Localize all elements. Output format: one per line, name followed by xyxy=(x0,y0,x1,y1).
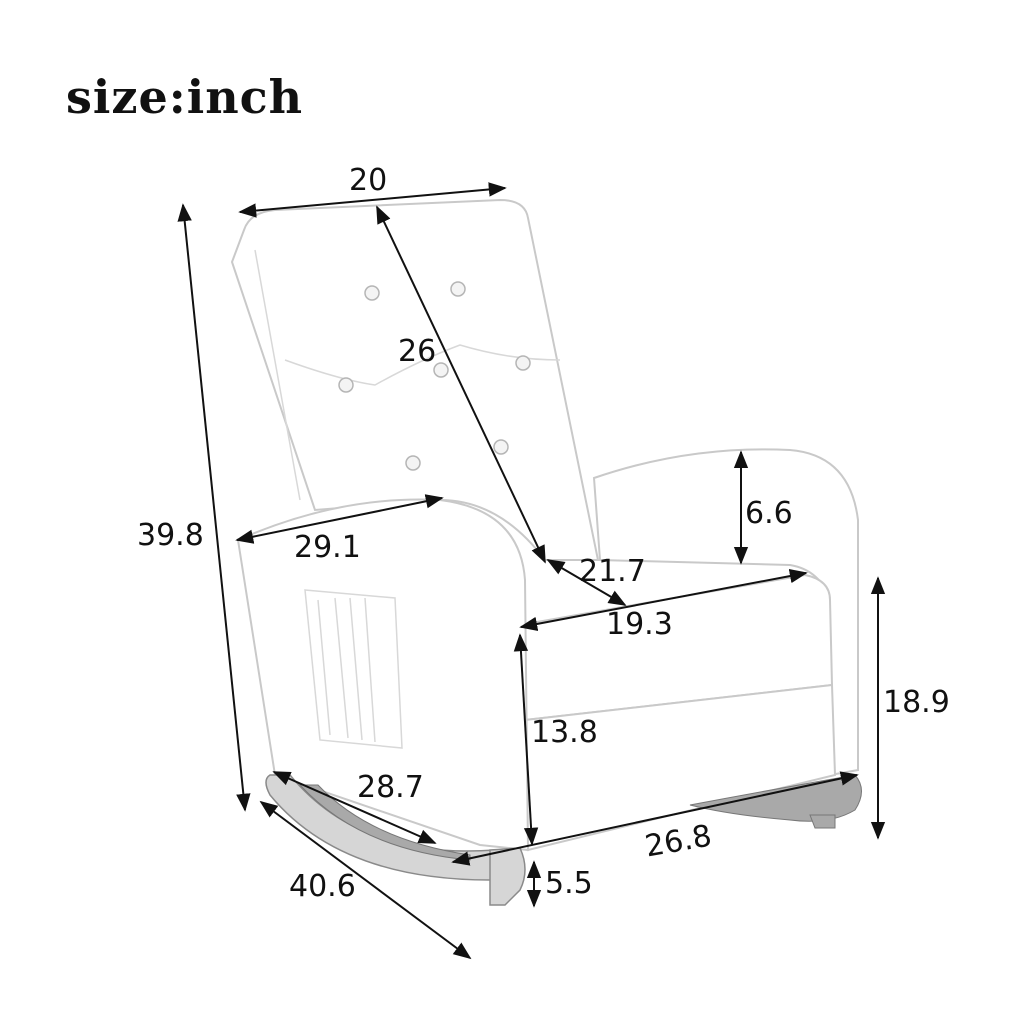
dimension-lines xyxy=(177,182,886,960)
dim-armrest-height: 6.6 xyxy=(745,496,793,531)
tuft-button-icon xyxy=(493,439,509,455)
tuft-button-icon xyxy=(338,377,354,393)
dim-rocker-height: 5.5 xyxy=(545,866,593,901)
dim-rocker-length: 40.6 xyxy=(289,869,356,904)
dim-seat-width: 19.3 xyxy=(606,607,673,642)
side-pocket xyxy=(304,589,403,749)
dim-overall-width: 29.1 xyxy=(294,530,361,565)
tuft-button-icon xyxy=(364,285,380,301)
dim-seat-depth: 21.7 xyxy=(579,554,646,589)
dim-overall-height: 39.8 xyxy=(137,518,204,553)
tuft-button-icon xyxy=(515,355,531,371)
dim-backrest-height: 26 xyxy=(398,334,437,369)
tuft-button-icon xyxy=(450,281,466,297)
tuft-button-icon xyxy=(405,455,421,471)
dim-side-depth: 28.7 xyxy=(357,770,424,805)
dim-arm-height: 18.9 xyxy=(883,685,950,720)
dim-backrest-width: 20 xyxy=(349,163,388,198)
size-unit-title: size:inch xyxy=(66,70,304,124)
dim-seat-height: 13.8 xyxy=(531,715,598,750)
